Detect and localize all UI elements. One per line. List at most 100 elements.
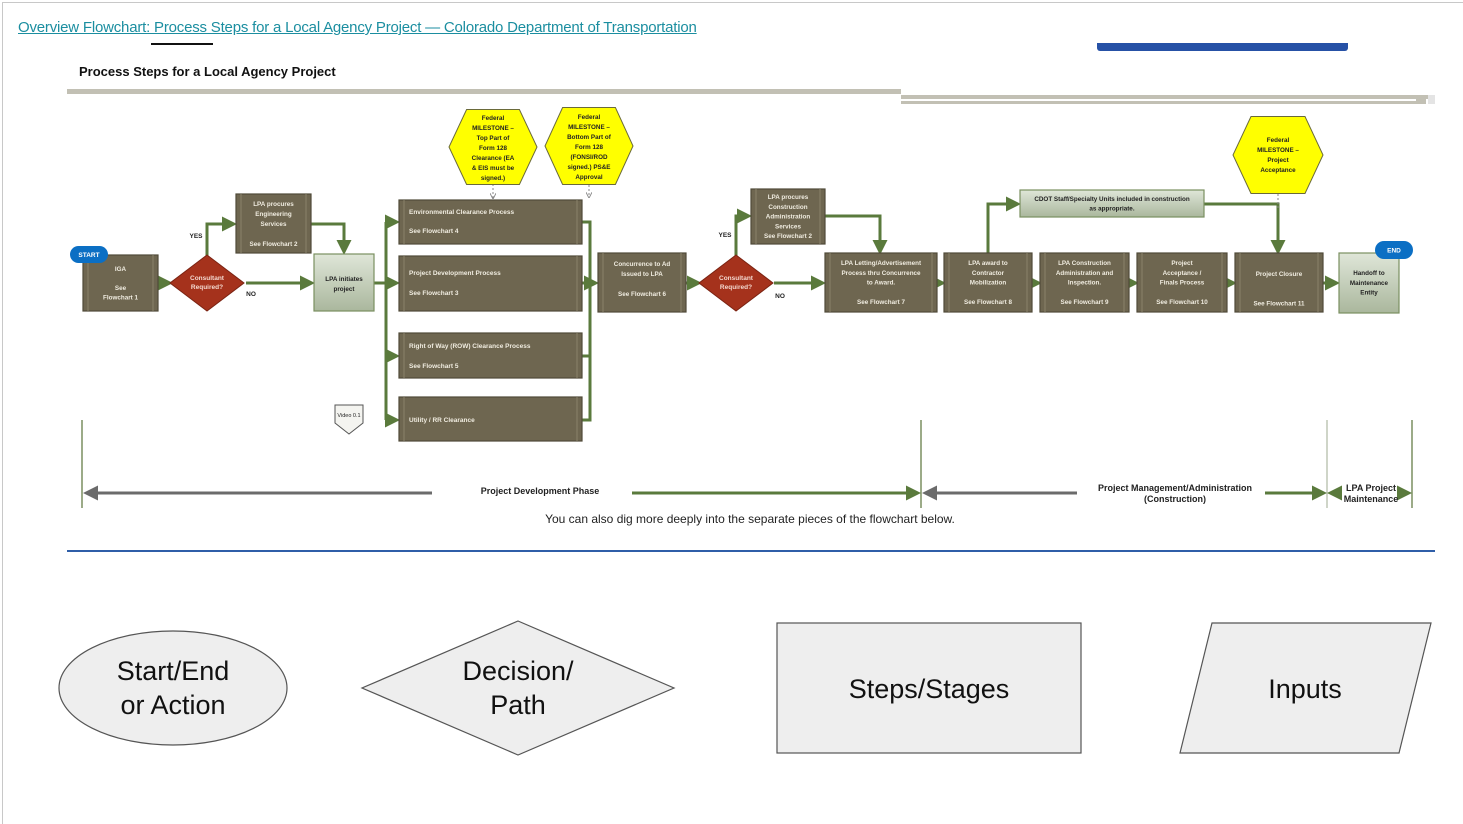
step-cdot-staff-shape	[1019, 189, 1205, 218]
node-text-line: See Flowchart 3	[409, 290, 459, 297]
node-text-line: LPA Letting/Advertisement	[841, 260, 922, 267]
start-terminal: START	[70, 246, 108, 263]
milestone-text-line: Approval	[575, 174, 603, 181]
node-text-line: Right of Way (ROW) Clearance Process	[409, 343, 531, 350]
node-text-line: Contractor	[972, 270, 1005, 277]
phase-label-maintenance: LPA Project Maintenance	[1336, 483, 1406, 505]
milestone-text-line: signed.)	[481, 175, 505, 182]
node-text-line: Flowchart 1	[103, 295, 138, 302]
node-text-line: Project	[1171, 260, 1193, 267]
label-yes-1: YES	[189, 233, 203, 240]
phase-label-management: Project Management/Administration (Const…	[1080, 483, 1270, 505]
step-lpa-construction-admin[interactable]: LPA procuresConstructionAdministrationSe…	[750, 188, 826, 245]
node-text-line: Consultant	[190, 275, 225, 282]
step-letting-shape	[824, 252, 938, 313]
end-terminal-shape	[1375, 241, 1413, 259]
legend: Start/End or Action Decision/ Path Steps…	[58, 620, 1432, 756]
node-text-line: Services	[775, 223, 801, 230]
node-text-line: Issued to LPA	[621, 271, 663, 278]
arrow-constadmin-to-letting	[825, 214, 888, 255]
step-construction-admin-shape	[1039, 252, 1130, 313]
milestone-text-line: Form 128	[479, 145, 507, 152]
legend-inputs: Inputs	[1179, 622, 1432, 754]
node-text-line: project	[334, 286, 356, 293]
milestone-dashed-connectors	[493, 184, 1279, 210]
step-right-of-way[interactable]: Right of Way (ROW) Clearance ProcessSee …	[398, 332, 583, 379]
node-text-line: LPA initiates	[325, 276, 363, 283]
node-text-line: Construction	[768, 204, 807, 211]
node-text-line: See Flowchart 2	[250, 241, 298, 248]
node-text-line: LPA award to	[968, 260, 1008, 267]
phase-markers	[81, 420, 1413, 508]
phase-label-management-line1: Project Management/Administration	[1097, 483, 1253, 493]
section-divider	[67, 550, 1435, 552]
node-text-line: See Flowchart 9	[1061, 299, 1109, 306]
node-text-line: Handoff to	[1353, 270, 1385, 277]
node-text-line: Required?	[191, 284, 223, 291]
node-text-line: Finals Process	[1160, 280, 1205, 287]
milestone-text-line: Clearance (EA	[472, 155, 515, 162]
milestone-text-line: Federal	[1267, 137, 1290, 144]
dig-deeper-text: You can also dig more deeply into the se…	[545, 512, 955, 526]
legend-inputs-label: Inputs	[1268, 674, 1342, 704]
node-text-line: Required?	[720, 284, 752, 291]
node-text-line: Project Closure	[1256, 271, 1303, 278]
step-lpa-initiates-shape	[313, 253, 375, 312]
step-lpa-engineering-shape	[235, 193, 312, 254]
node-text-line: See Flowchart 11	[1253, 300, 1305, 307]
step-utility-shape	[398, 396, 583, 442]
node-text-line: Acceptance /	[1163, 270, 1202, 277]
node-text-line: Entity	[1360, 290, 1378, 297]
video-marker[interactable]: Video 0.1	[334, 404, 364, 435]
milestone-text-line: Project	[1267, 157, 1289, 164]
node-text-line: See Flowchart 7	[857, 299, 905, 306]
step-utility[interactable]: Utility / RR Clearance	[398, 396, 583, 442]
step-handoff-shape	[1338, 252, 1400, 314]
step-closure-shape	[1234, 252, 1324, 313]
legend-diamond-shape	[360, 620, 676, 756]
milestone-form128-top-shape	[448, 109, 538, 185]
node-text-line: Consultant	[719, 275, 754, 282]
step-right-of-way-shape	[398, 332, 583, 379]
step-lpa-initiates[interactable]: LPA initiates project	[313, 253, 375, 312]
start-terminal-label: START	[78, 252, 99, 259]
legend-steps-label: Steps/Stages	[849, 674, 1010, 704]
step-iga-shape	[82, 254, 159, 312]
milestone-text-line: Form 128	[575, 144, 603, 151]
overview-flowchart-link[interactable]: Overview Flowchart: Process Steps for a …	[18, 19, 697, 36]
arrow-decision2-yes	[734, 208, 752, 257]
phase-label-maintenance-line2: Maintenance	[1343, 494, 1399, 504]
step-concurrence-shape	[597, 252, 687, 313]
node-text-line: IGA	[115, 266, 127, 273]
node-text-line: Services	[261, 221, 287, 228]
node-text-line: LPA procures	[253, 201, 294, 208]
node-text-line: Administration	[766, 214, 811, 221]
arrow-award-to-cdot	[986, 196, 1021, 253]
label-yes-2: YES	[718, 232, 732, 239]
node-text-line: to Award.	[867, 280, 896, 287]
milestone-text-line: Top Part of	[477, 135, 511, 142]
arrow-eng-to-initiates	[311, 222, 352, 255]
node-text-line: CDOT Staff/Specialty Units included in c…	[1034, 196, 1189, 203]
label-no-1: NO	[246, 291, 256, 298]
step-cdot-staff[interactable]: CDOT Staff/Specialty Units included in c…	[1019, 189, 1205, 218]
start-terminal-shape	[70, 246, 108, 263]
step-project-development-shape	[398, 255, 583, 312]
legend-parallelogram-shape	[1179, 622, 1432, 754]
milestone-text-line: Federal	[578, 114, 601, 121]
milestone-text-line: Federal	[482, 115, 505, 122]
node-text-line: LPA Construction	[1058, 260, 1111, 267]
